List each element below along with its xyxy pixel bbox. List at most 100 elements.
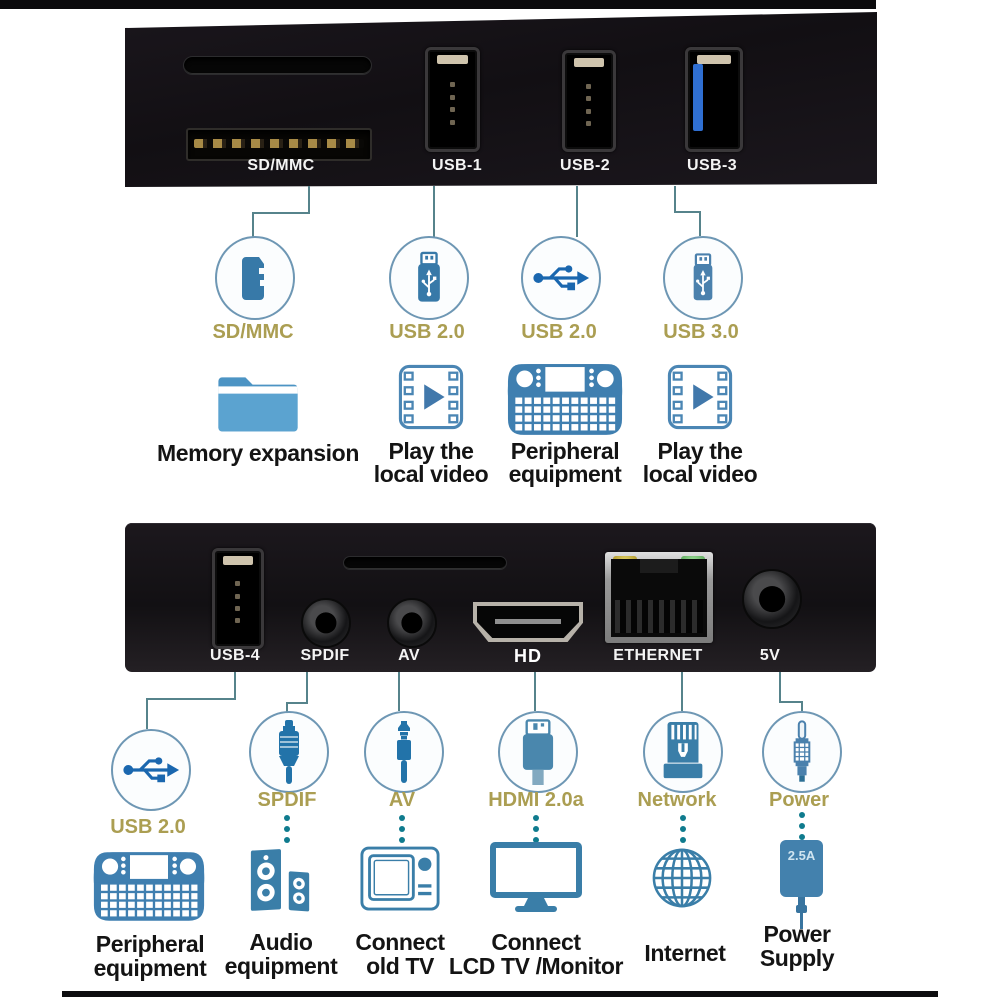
dot [533, 815, 539, 821]
function-label: Connect [491, 929, 581, 955]
dot [533, 837, 539, 843]
connector-line [252, 212, 254, 237]
connector-label-power: Power [768, 789, 830, 811]
usb-stick-icon [418, 251, 440, 302]
connector-line [699, 211, 701, 236]
function-label: Connect [355, 929, 445, 955]
function-label: equipment [93, 955, 207, 981]
sd-thin-slot [183, 56, 372, 75]
port-label-spdif: SPDIF [300, 647, 350, 664]
port-label-usb3: USB-3 [686, 157, 738, 174]
usb2-port [562, 50, 616, 152]
function-label: Audio [249, 929, 313, 955]
usb-stick-outline-icon [693, 253, 713, 301]
connector-circle-usb2 [521, 236, 601, 320]
front-panel [125, 12, 877, 187]
dot [799, 812, 805, 818]
connector-label-network: Network [637, 789, 717, 811]
connector-label-usb1: USB 2.0 [389, 321, 465, 343]
dot [680, 837, 686, 843]
connector-line [146, 698, 236, 700]
connector-circle-hdmi [498, 711, 578, 793]
connector-label-av: AV [388, 789, 416, 811]
connector-circle-spdif [249, 711, 329, 793]
connector-line [252, 212, 310, 214]
function-label: local video [642, 461, 758, 487]
dot [799, 834, 805, 840]
usb-symbol-icon [533, 265, 590, 291]
folder-icon [213, 362, 303, 436]
function-label: LCD TV /Monitor [448, 953, 624, 979]
usb4-port [212, 548, 264, 649]
connector-line [398, 672, 400, 711]
function-label: Internet [644, 940, 726, 966]
connector-label-hdmi: HDMI 2.0a [488, 789, 584, 811]
function-label: local video [373, 461, 489, 487]
hdmi-port [473, 602, 583, 642]
dot [284, 826, 290, 832]
network-plug-icon [663, 722, 703, 779]
connector-label-sd: SD/MMC [212, 321, 294, 343]
speakers-icon [247, 845, 315, 915]
usb-symbol-icon [123, 757, 180, 783]
port-label-ethernet: ETHERNET [613, 647, 703, 664]
port-label-hdmi: HD [514, 646, 542, 666]
dot [680, 815, 686, 821]
usb1-port [425, 47, 480, 152]
monitor-icon [488, 840, 584, 914]
adapter-neck [798, 897, 805, 905]
function-label: Peripheral [510, 438, 620, 464]
globe-icon [651, 847, 713, 909]
connector-circle-sd [215, 236, 295, 320]
mini-keyboard-icon [506, 362, 624, 437]
connector-line [674, 186, 676, 213]
dot [399, 826, 405, 832]
dot [284, 815, 290, 821]
connector-circle-network [643, 711, 723, 793]
dot [799, 823, 805, 829]
port-label-sd-mmc: SD/MMC [247, 157, 315, 174]
port-label-av: AV [398, 647, 420, 664]
connector-line [286, 702, 288, 712]
dc-5v-jack [742, 569, 802, 629]
connector-line [674, 211, 701, 213]
adapter-cable [800, 913, 803, 929]
function-label: Memory expansion [157, 440, 359, 466]
adapter-rating: 2.5A [787, 848, 816, 863]
connector-line [308, 186, 310, 214]
mini-keyboard-icon [92, 850, 206, 923]
dot [399, 815, 405, 821]
usb3-port [685, 47, 743, 152]
sd-mmc-slot [186, 128, 372, 161]
hdmi-plug-icon [522, 719, 554, 785]
av-jack [387, 598, 437, 648]
function-label: Peripheral [95, 931, 205, 957]
spdif-jack [301, 598, 351, 648]
ethernet-port [605, 552, 713, 643]
connector-circle-usb3 [663, 236, 743, 320]
connector-line [779, 672, 781, 703]
connector-circle-usb4 [111, 729, 191, 811]
adapter-nub [796, 905, 807, 913]
old-tv-icon [360, 846, 440, 913]
dot [399, 837, 405, 843]
connector-line [433, 186, 435, 237]
function-label: equipment [224, 953, 338, 979]
video-player-icon [667, 364, 733, 430]
dot [533, 826, 539, 832]
connector-circle-av [364, 711, 444, 793]
connector-line [779, 701, 803, 703]
power-plug-icon [793, 720, 811, 782]
port-label-usb1: USB-1 [431, 157, 483, 174]
av-plug-icon [397, 721, 411, 783]
connector-line [234, 672, 236, 700]
connector-label-usb2: USB 2.0 [521, 321, 597, 343]
dot [680, 826, 686, 832]
connector-line [801, 701, 803, 711]
photo-bottom-edge [62, 991, 938, 997]
connector-line [576, 186, 578, 237]
connector-label-spdif: SPDIF [257, 789, 317, 811]
sd-card-icon [242, 257, 264, 300]
video-player-icon [398, 364, 464, 430]
